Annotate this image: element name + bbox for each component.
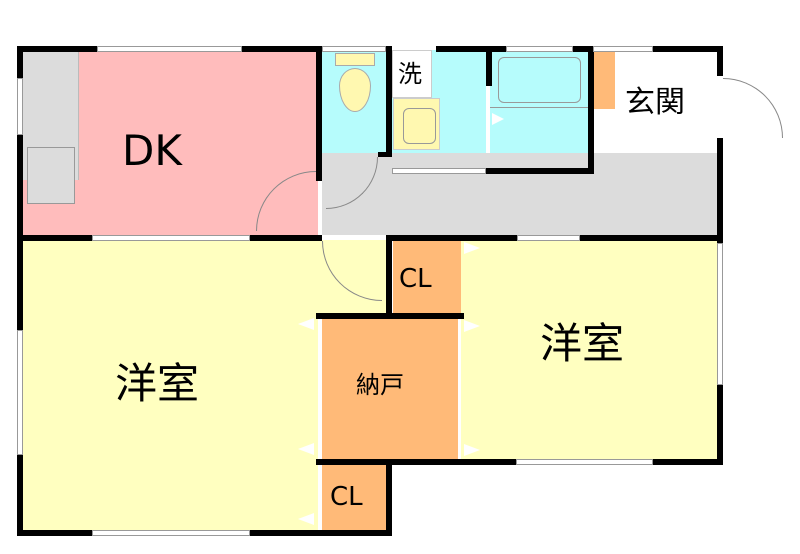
- shoe-cabinet: [593, 52, 615, 109]
- wall: [588, 46, 594, 174]
- sliding-door-marker: [464, 320, 480, 332]
- window: [17, 330, 23, 455]
- wall: [486, 46, 492, 86]
- wall: [486, 168, 594, 174]
- wall: [242, 46, 322, 52]
- wall: [250, 235, 322, 241]
- room-label-entrance: 玄関: [625, 85, 685, 120]
- window: [97, 46, 242, 52]
- wall: [386, 46, 392, 156]
- closet-top: [393, 241, 463, 315]
- wall: [653, 46, 723, 52]
- window: [92, 530, 250, 536]
- washer-space: [392, 50, 432, 98]
- room-label-storeroom: 納戸: [356, 371, 404, 399]
- wall: [717, 385, 723, 465]
- wall: [653, 459, 723, 465]
- room-label-closet-bottom: CL: [330, 482, 363, 512]
- wall: [580, 235, 723, 241]
- window: [506, 46, 573, 52]
- wall: [17, 235, 92, 241]
- storeroom: [322, 318, 458, 461]
- wall: [387, 235, 617, 241]
- sliding-door-marker: [464, 444, 480, 456]
- window: [516, 459, 653, 465]
- sliding-door-marker: [464, 242, 480, 254]
- room-label-washroom: 洗: [398, 60, 422, 88]
- wall: [436, 46, 506, 52]
- wall: [717, 46, 723, 76]
- wall: [316, 459, 516, 465]
- sliding-door-marker: [298, 318, 314, 330]
- window: [392, 168, 486, 174]
- wall: [386, 459, 392, 536]
- window: [717, 243, 723, 385]
- wall: [573, 46, 593, 52]
- stove-icon: [27, 147, 75, 204]
- wall: [17, 46, 97, 52]
- wall: [717, 138, 723, 243]
- toilet-icon: [335, 53, 375, 66]
- wall: [17, 455, 23, 535]
- wall: [17, 530, 92, 536]
- window: [517, 235, 580, 241]
- room-label-western-left: 洋室: [115, 359, 200, 408]
- wall: [386, 235, 392, 317]
- room-label-closet-top: CL: [399, 264, 432, 294]
- wall: [250, 530, 392, 536]
- basin-icon: [403, 108, 436, 144]
- western-room-left: [22, 240, 318, 530]
- wall: [316, 313, 464, 319]
- window: [92, 235, 250, 241]
- wall: [17, 135, 23, 330]
- wall: [378, 152, 392, 157]
- front-door[interactable]: [723, 78, 783, 138]
- western-room-right: [461, 241, 717, 462]
- sliding-door-marker: [298, 443, 314, 455]
- window: [593, 46, 653, 52]
- window: [17, 78, 23, 135]
- sliding-door-marker: [492, 113, 504, 125]
- wall: [316, 46, 322, 181]
- sliding-door-marker: [298, 513, 314, 525]
- window: [322, 46, 386, 52]
- bathtub-divider: [490, 107, 590, 108]
- closet-bottom: [322, 464, 388, 530]
- bathtub-icon: [498, 57, 581, 103]
- wall: [17, 46, 23, 78]
- toilet-bowl-icon: [339, 68, 371, 112]
- room-label-dk: DK: [122, 126, 182, 175]
- room-label-western-right: 洋室: [540, 319, 625, 368]
